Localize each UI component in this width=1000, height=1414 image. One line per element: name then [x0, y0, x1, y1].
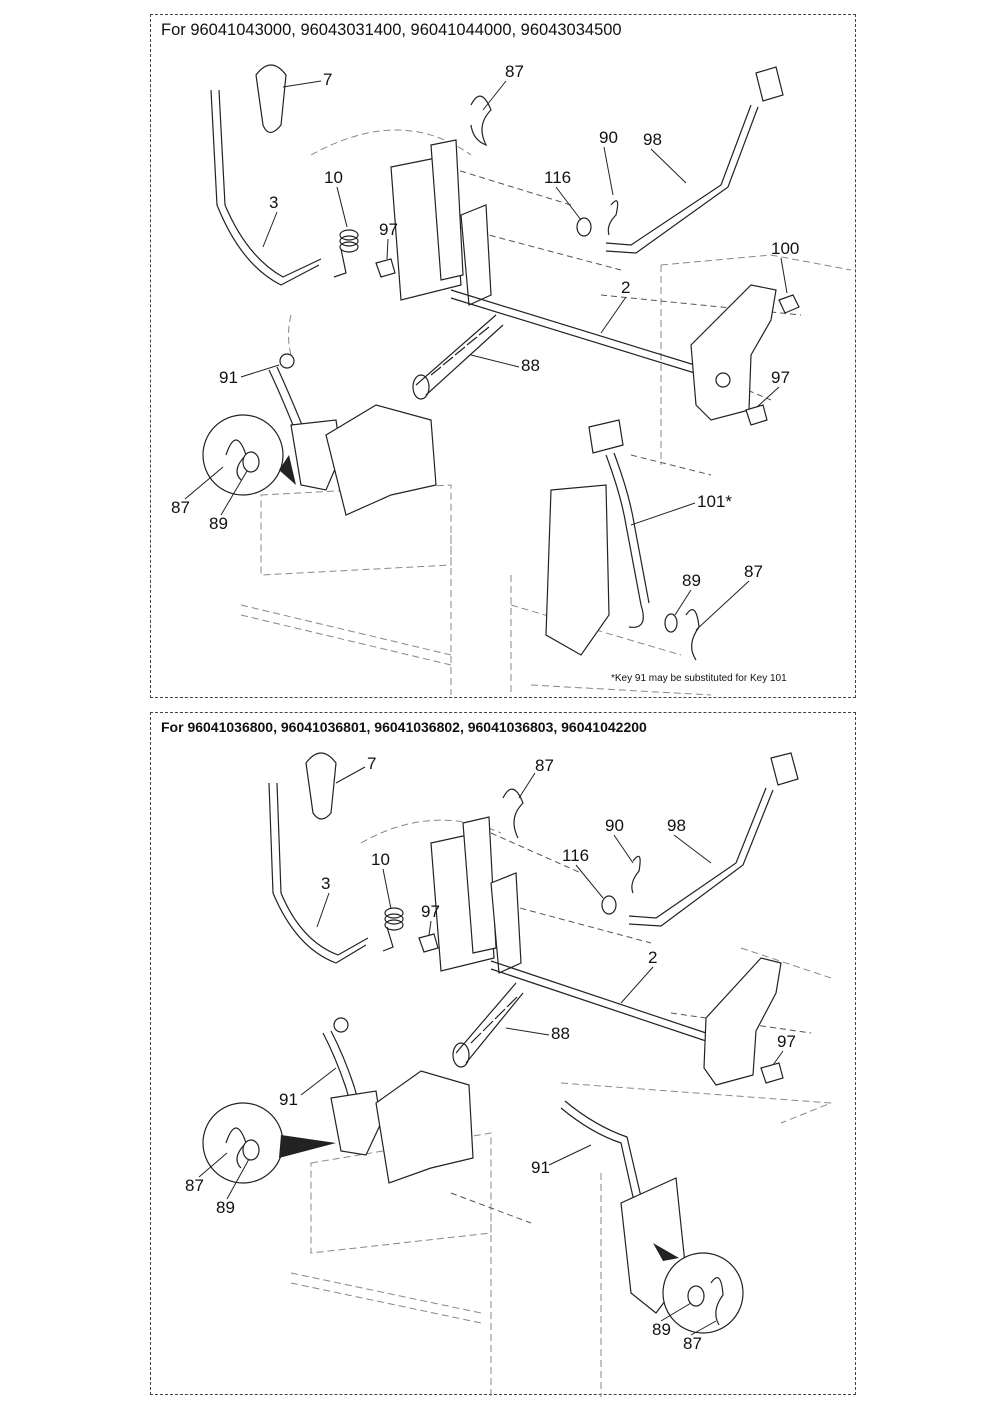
leader-lines — [184, 80, 788, 631]
callout-label: 98 — [643, 130, 662, 149]
callout-label: 89 — [652, 1320, 671, 1339]
callout-label: 116 — [562, 846, 590, 865]
callout-label: 10 — [371, 850, 390, 869]
callout-label: 3 — [269, 193, 279, 212]
callout-label: 87 — [683, 1334, 702, 1353]
callout-label: 87 — [185, 1176, 204, 1195]
callout-label: 87 — [535, 756, 554, 775]
callout-label: 7 — [367, 754, 377, 773]
callout-label: 97 — [771, 368, 790, 387]
callout-label: 2 — [621, 278, 631, 297]
callout-label: 97 — [421, 902, 440, 921]
callout-label: 90 — [605, 816, 624, 835]
callout-label: 97 — [379, 220, 398, 239]
callout-label: 87 — [505, 62, 524, 81]
callout-label: 10 — [324, 168, 343, 187]
leader-lines — [198, 766, 784, 1336]
parts-illustration — [202, 64, 852, 696]
callout-label: 3 — [321, 874, 331, 893]
callout-label: 89 — [682, 571, 701, 590]
callout-label: 2 — [648, 948, 658, 967]
callout-label: 87 — [744, 562, 763, 581]
parts-illustration — [202, 752, 832, 1397]
callout-label: 88 — [551, 1024, 570, 1043]
callout-label: 7 — [323, 70, 333, 89]
panel-title: For 96041043000, 96043031400, 9604104400… — [161, 21, 622, 39]
diagram-panel-top: For 96041043000, 96043031400, 9604104400… — [150, 14, 856, 698]
panel-title: For 96041036800, 96041036801, 9604103680… — [161, 719, 647, 735]
diagram-panel-bottom: For 96041036800, 96041036801, 9604103680… — [150, 712, 856, 1397]
callout-label: 116 — [544, 168, 572, 187]
callout-label: 87 — [171, 498, 190, 517]
callout-label: 101* — [697, 492, 732, 511]
callout-label: 98 — [667, 816, 686, 835]
callout-label: 91 — [279, 1090, 298, 1109]
footnote: *Key 91 may be substituted for Key 101 — [611, 673, 787, 684]
callout-label: 88 — [521, 356, 540, 375]
callout-label: 89 — [216, 1198, 235, 1217]
callout-label: 91 — [219, 368, 238, 387]
callout-label: 97 — [777, 1032, 796, 1051]
callout-label: 91 — [531, 1158, 550, 1177]
callout-label: 100 — [771, 239, 800, 258]
callout-label: 89 — [209, 514, 228, 533]
callout-label: 90 — [599, 128, 618, 147]
